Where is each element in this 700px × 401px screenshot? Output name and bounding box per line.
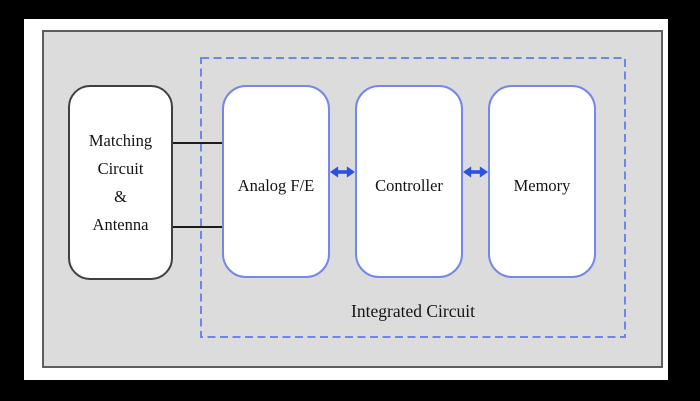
analog-fe-label: Analog F/E [237, 176, 315, 195]
matching-line-2: Circuit [97, 158, 144, 178]
block-memory: Memory [488, 85, 596, 278]
block-matching-circuit-antenna: Matching Circuit & Antenna [68, 85, 173, 280]
matching-line-1: Matching [88, 130, 153, 150]
memory-label: Memory [513, 176, 571, 195]
bidirectional-arrow-icon [463, 166, 488, 178]
block-controller: Controller [355, 85, 463, 278]
block-analog-fe: Analog F/E [222, 85, 330, 278]
wire-bottom [173, 226, 223, 228]
matching-line-3: & [114, 186, 127, 206]
integrated-circuit-boundary [200, 57, 626, 338]
bidirectional-arrow-icon [330, 166, 355, 178]
arrow-head-left [463, 166, 472, 178]
wire-top [173, 142, 223, 144]
integrated-circuit-label: Integrated Circuit [351, 301, 475, 321]
controller-label: Controller [375, 176, 443, 195]
arrow-head-right [346, 166, 355, 178]
arrow-head-left [330, 166, 339, 178]
arrow-head-right [479, 166, 488, 178]
dashed-border [200, 57, 626, 338]
matching-line-4: Antenna [92, 214, 149, 234]
